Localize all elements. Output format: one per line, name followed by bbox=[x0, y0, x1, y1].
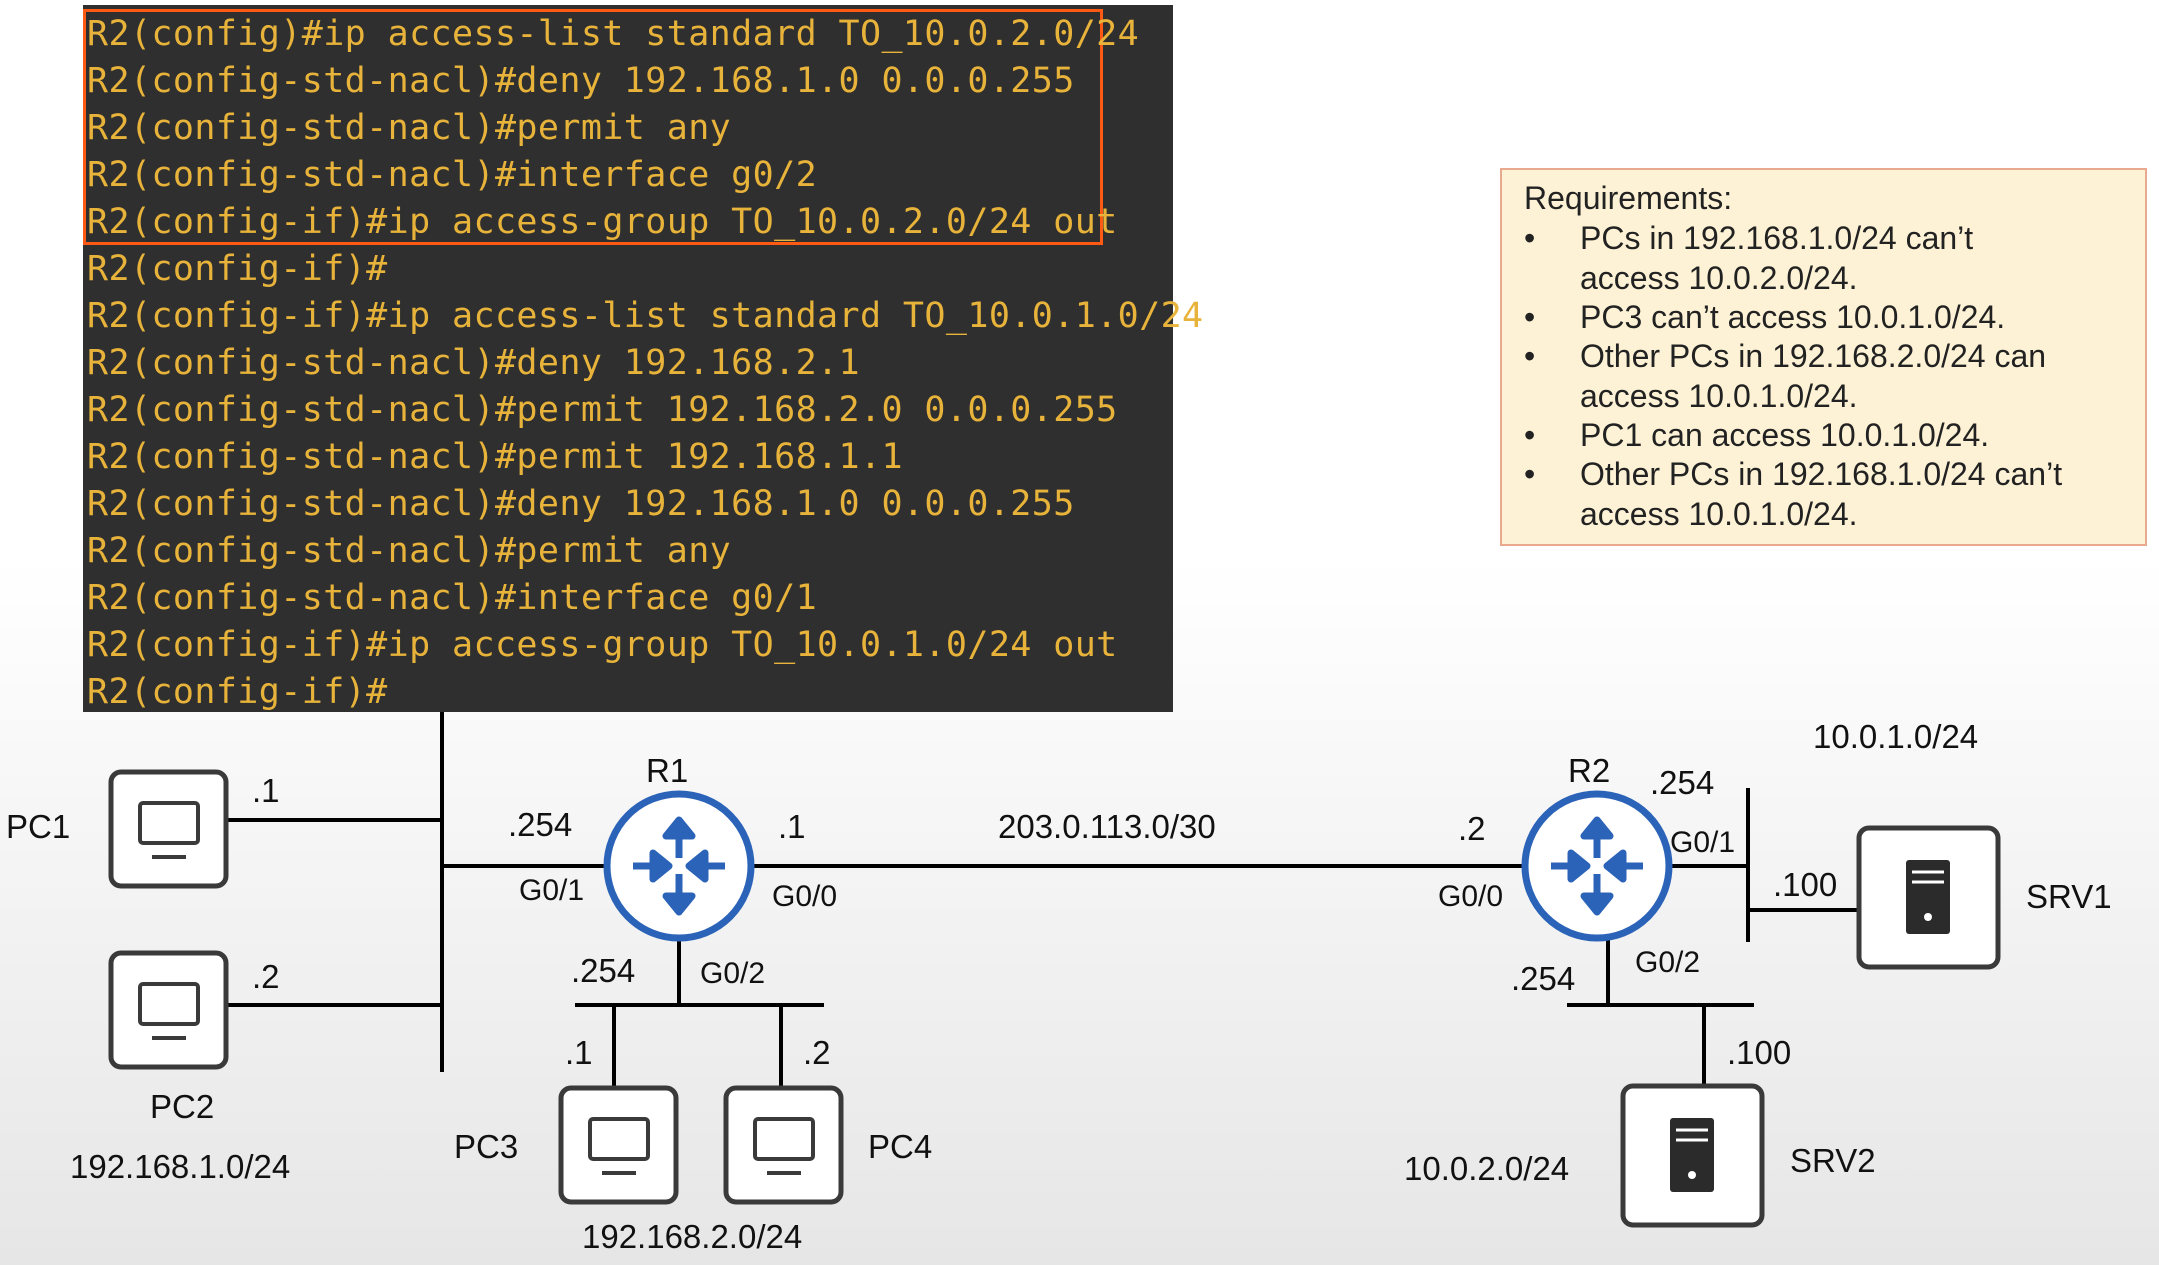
requirements-box: Requirements: • PCs in 192.168.1.0/24 ca… bbox=[1500, 168, 2147, 546]
cli-line: R2(config-std-nacl)#interface g0/1 bbox=[87, 578, 818, 618]
cli-line: R2(config)#ip access-list standard TO_10… bbox=[87, 14, 1140, 54]
requirement-item: access 10.0.1.0/24. bbox=[1580, 496, 1858, 532]
cli-line: R2(config-std-nacl)#permit 192.168.2.0 0… bbox=[87, 390, 1118, 430]
pc4-label: PC4 bbox=[868, 1128, 933, 1165]
bullet: • bbox=[1524, 220, 1536, 256]
cli-line: R2(config-std-nacl)#permit any bbox=[87, 108, 732, 148]
r1-g00-address: .1 bbox=[778, 808, 806, 845]
r2-g00-address: .2 bbox=[1458, 810, 1486, 847]
requirement-item: Other PCs in 192.168.1.0/24 can’t bbox=[1580, 456, 2063, 492]
cli-line: R2(config-std-nacl)#interface g0/2 bbox=[87, 155, 818, 195]
r1-g02-interface: G0/2 bbox=[700, 957, 766, 990]
pc1-address: .1 bbox=[252, 772, 280, 809]
requirement-item: Other PCs in 192.168.2.0/24 can bbox=[1580, 338, 2047, 374]
requirements-title: Requirements: bbox=[1524, 180, 1733, 216]
r1-g01-address: .254 bbox=[508, 806, 573, 843]
r1-g02-address: .254 bbox=[571, 952, 636, 989]
pc2-address: .2 bbox=[252, 958, 280, 995]
requirement-item: PC1 can access 10.0.1.0/24. bbox=[1580, 417, 1990, 453]
r1-g01-interface: G0/1 bbox=[519, 874, 585, 907]
r2-label: R2 bbox=[1568, 752, 1611, 789]
r2-router-icon bbox=[1521, 790, 1673, 942]
bullet: • bbox=[1524, 338, 1536, 374]
r1-router-icon bbox=[603, 790, 755, 942]
cli-line: R2(config-if)#ip access-group TO_10.0.2.… bbox=[87, 202, 1118, 242]
lan2-network-label: 192.168.2.0/24 bbox=[582, 1218, 803, 1255]
cli-line: R2(config-std-nacl)#deny 192.168.1.0 0.0… bbox=[87, 61, 1075, 101]
cli-line: R2(config-std-nacl)#permit 192.168.1.1 bbox=[87, 437, 903, 477]
r2-g01-address: .254 bbox=[1650, 764, 1715, 801]
pc1-icon bbox=[108, 769, 229, 889]
r2-g00-interface: G0/0 bbox=[1438, 880, 1504, 913]
cli-line: R2(config-std-nacl)#deny 192.168.1.0 0.0… bbox=[87, 484, 1075, 524]
r1-g00-interface: G0/0 bbox=[772, 880, 838, 913]
requirement-item: PC3 can’t access 10.0.1.0/24. bbox=[1580, 299, 2006, 335]
pc3-label: PC3 bbox=[454, 1128, 519, 1165]
srv1-network-label: 10.0.1.0/24 bbox=[1813, 718, 1979, 755]
srv1-address: .100 bbox=[1773, 866, 1838, 903]
cli-line: R2(config-if)# bbox=[87, 249, 388, 289]
srv2-label: SRV2 bbox=[1790, 1142, 1876, 1179]
requirement-item: access 10.0.2.0/24. bbox=[1580, 260, 1858, 296]
cli-terminal: R2(config)#ip access-list standard TO_10… bbox=[83, 5, 1203, 712]
pc4-address: .2 bbox=[803, 1034, 831, 1071]
cli-line: R2(config-if)# bbox=[87, 672, 388, 712]
bullet: • bbox=[1524, 299, 1536, 335]
srv1-label: SRV1 bbox=[2026, 878, 2112, 915]
wan-network-label: 203.0.113.0/30 bbox=[998, 808, 1216, 845]
requirement-item: access 10.0.1.0/24. bbox=[1580, 378, 1858, 414]
pc1-label: PC1 bbox=[6, 808, 71, 845]
cli-line: R2(config-std-nacl)#deny 192.168.2.1 bbox=[87, 343, 860, 383]
pc3-address: .1 bbox=[565, 1034, 593, 1071]
pc2-label: PC2 bbox=[150, 1088, 215, 1125]
lan1-network-label: 192.168.1.0/24 bbox=[70, 1148, 291, 1185]
cli-line: R2(config-std-nacl)#permit any bbox=[87, 531, 732, 571]
pc4-icon bbox=[723, 1085, 844, 1205]
pc3-icon bbox=[558, 1085, 679, 1205]
requirement-item: PCs in 192.168.1.0/24 can’t bbox=[1580, 220, 1974, 256]
pc2-icon bbox=[108, 950, 229, 1070]
srv2-network-label: 10.0.2.0/24 bbox=[1404, 1150, 1570, 1187]
srv1-icon bbox=[1856, 825, 2001, 970]
srv2-address: .100 bbox=[1727, 1034, 1792, 1071]
r2-g02-interface: G0/2 bbox=[1635, 946, 1701, 979]
r2-g02-address: .254 bbox=[1511, 960, 1576, 997]
bullet: • bbox=[1524, 456, 1536, 492]
bullet: • bbox=[1524, 417, 1536, 453]
highlight-box bbox=[83, 9, 1103, 245]
cli-line: R2(config-if)#ip access-list standard TO… bbox=[87, 296, 1204, 336]
srv2-icon bbox=[1620, 1083, 1765, 1228]
r1-label: R1 bbox=[646, 752, 689, 789]
r2-g01-interface: G0/1 bbox=[1670, 826, 1736, 859]
cli-line: R2(config-if)#ip access-group TO_10.0.1.… bbox=[87, 625, 1118, 665]
